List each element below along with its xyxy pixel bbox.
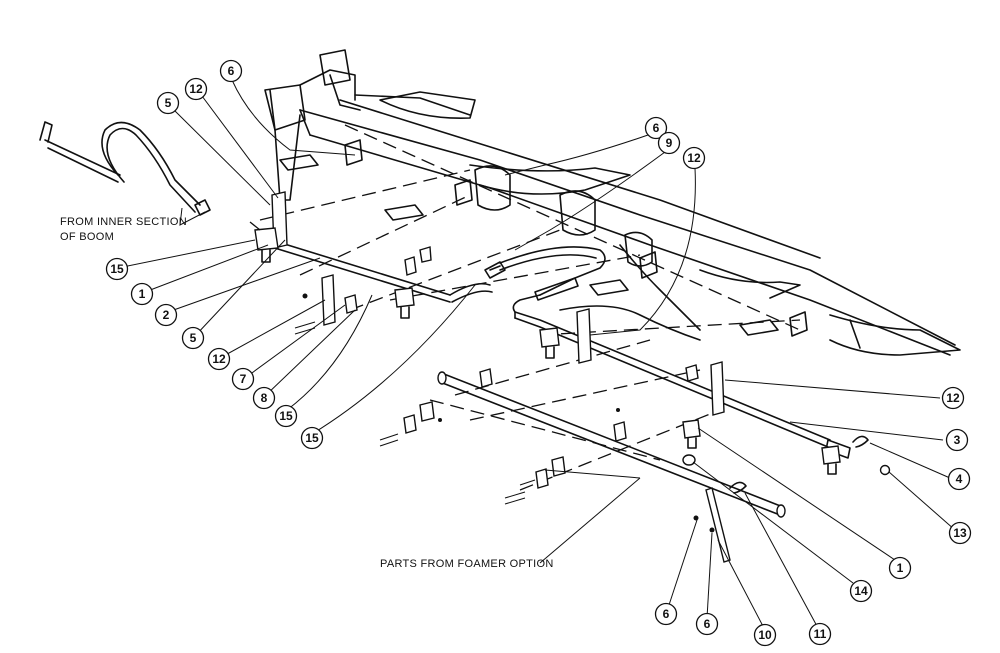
callout-12-right: 12 (941, 386, 965, 410)
svg-text:4: 4 (956, 472, 963, 486)
svg-text:13: 13 (953, 526, 967, 540)
boom-frame (264, 49, 961, 356)
svg-text:7: 7 (240, 372, 247, 386)
svg-text:12: 12 (946, 391, 960, 405)
callout-13: 13 (948, 521, 972, 545)
leader-lines (117, 79, 956, 631)
svg-text:1: 1 (139, 287, 146, 301)
svg-text:6: 6 (228, 64, 235, 78)
svg-text:14: 14 (854, 584, 868, 598)
svg-text:6: 6 (653, 121, 660, 135)
callout-8: 8 (252, 386, 276, 410)
callout-9: 9 (657, 131, 681, 155)
callout-4: 4 (947, 467, 971, 491)
callout-3: 3 (945, 428, 969, 452)
svg-text:10: 10 (758, 628, 772, 642)
callout-1-left: 1 (130, 282, 154, 306)
foamer-tube (437, 371, 786, 518)
note-inner-section-line2: OF BOOM (60, 231, 114, 243)
callout-2: 2 (154, 303, 178, 327)
svg-text:15: 15 (110, 262, 124, 276)
callout-1-bottom: 1 (888, 556, 912, 580)
callout-6-bottom-left: 6 (654, 602, 678, 626)
hardware (249, 191, 891, 563)
callout-15-lower: 15 (300, 426, 324, 450)
callout-11: 11 (808, 622, 832, 646)
callout-6-top-right: 6 (644, 116, 668, 140)
callout-15-left: 15 (105, 257, 129, 281)
svg-text:2: 2 (163, 308, 170, 322)
callout-10: 10 (753, 623, 777, 647)
svg-text:6: 6 (704, 617, 711, 631)
svg-text:5: 5 (165, 96, 172, 110)
svg-text:12: 12 (687, 151, 701, 165)
svg-text:1: 1 (897, 561, 904, 575)
callout-5-left: 5 (181, 326, 205, 350)
svg-text:15: 15 (279, 409, 293, 423)
svg-text:11: 11 (814, 627, 827, 641)
callout-14: 14 (849, 579, 873, 603)
note-foamer-option: PARTS FROM FOAMER OPTION (380, 558, 554, 570)
callout-6-top: 6 (219, 59, 243, 83)
callout-12-left: 12 (207, 347, 231, 371)
callout-12-top-left: 12 (184, 77, 208, 101)
svg-text:9: 9 (666, 136, 673, 150)
svg-text:8: 8 (261, 391, 268, 405)
svg-text:5: 5 (190, 331, 197, 345)
boom-plumbing (264, 237, 851, 459)
svg-text:6: 6 (663, 607, 670, 621)
svg-text:15: 15 (305, 431, 319, 445)
svg-text:12: 12 (212, 352, 226, 366)
inner-section-hose (39, 121, 211, 216)
callout-15-mid: 15 (274, 404, 298, 428)
callout-6-bottom-right: 6 (695, 612, 719, 636)
svg-text:12: 12 (189, 82, 203, 96)
svg-text:3: 3 (954, 433, 961, 447)
callout-5-top-left: 5 (156, 91, 180, 115)
callout-12-top-right: 12 (682, 146, 706, 170)
note-inner-section-line1: FROM INNER SECTION (60, 216, 187, 228)
callout-7: 7 (231, 367, 255, 391)
